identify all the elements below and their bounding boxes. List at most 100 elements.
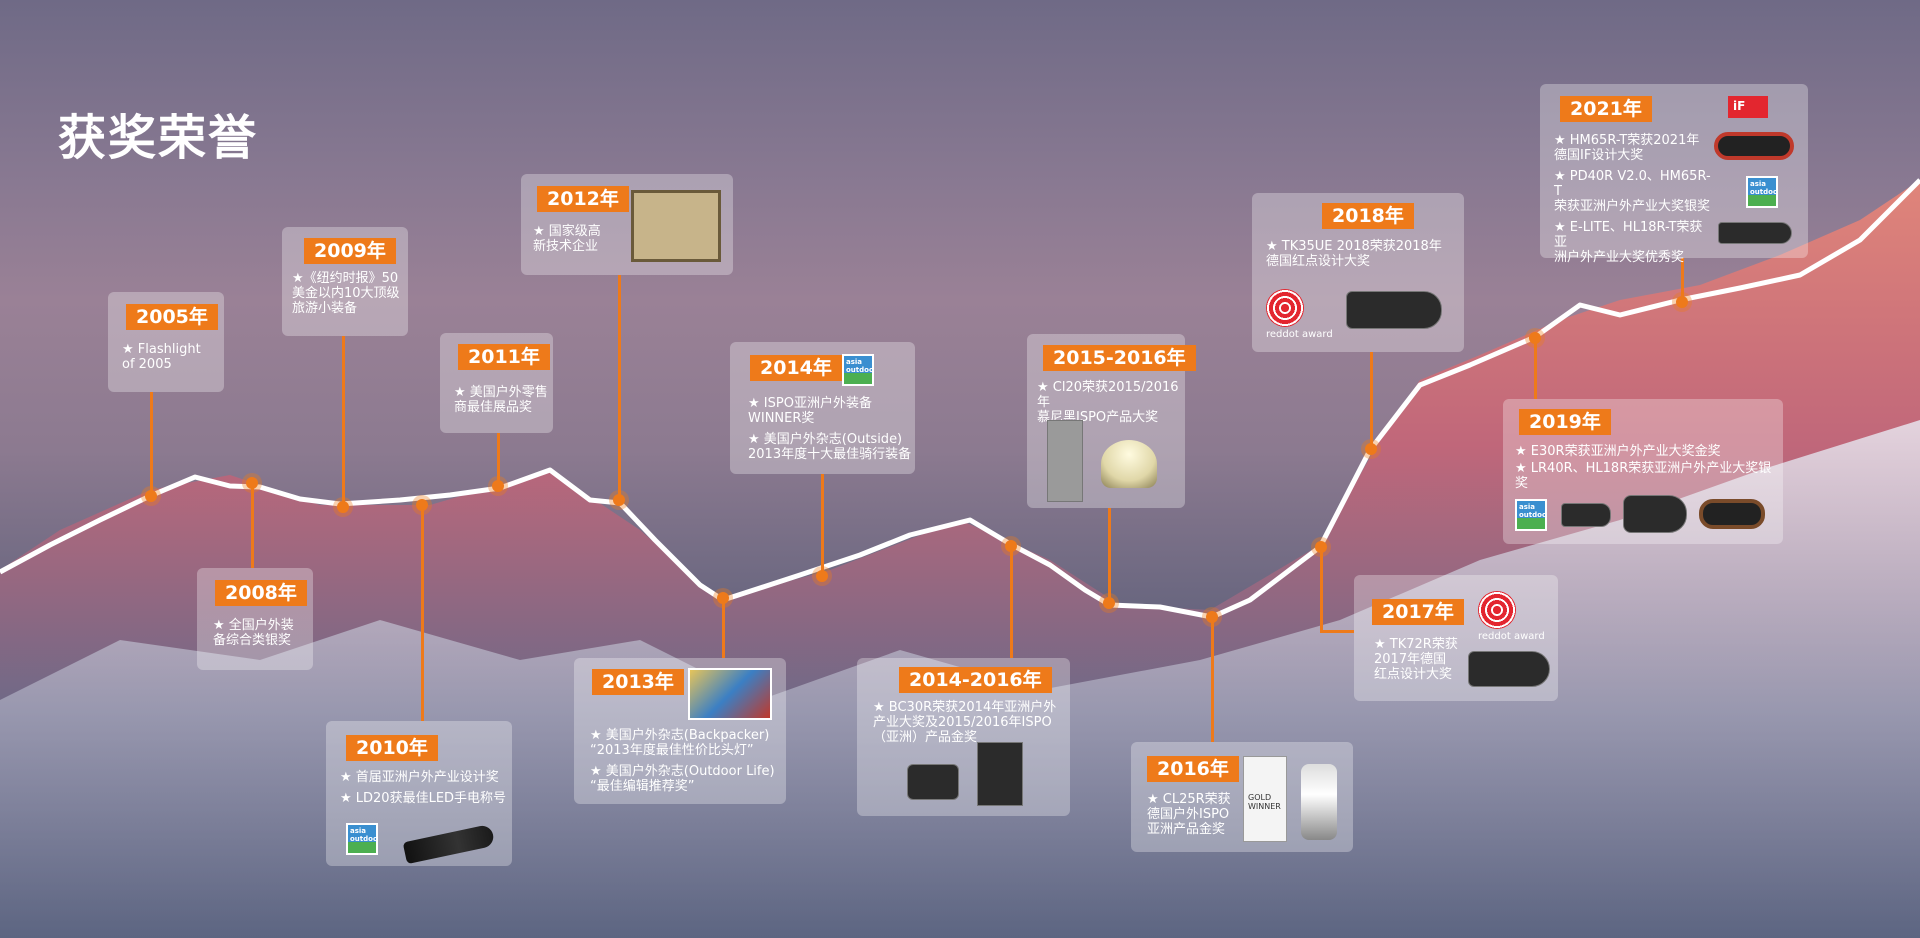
dot-2008	[246, 477, 258, 489]
milestone-card-2008: 2008年 ★ 全国户外装 备综合类银奖	[197, 568, 313, 670]
camping-lantern-icon	[1101, 440, 1157, 488]
milestone-card-2009: 2009年 ★《纽约时报》50 美金以内10大顶级 旅游小装备	[282, 227, 408, 336]
award-text: ★ ISPO亚洲户外装备 WINNER奖	[748, 396, 872, 426]
ispo-trophy-icon	[1047, 420, 1083, 502]
award-text: ★ Flashlight of 2005	[122, 342, 201, 372]
award-text: ★ PD40R V2.0、HM65R-T 荣获亚洲户外产业大奖银奖	[1554, 169, 1711, 214]
dot-2021	[1676, 296, 1688, 308]
headlamp-icon	[1714, 132, 1794, 160]
award-text: ★ LD20获最佳LED手电称号	[340, 791, 507, 806]
award-text: ★ 全国户外装 备综合类银奖	[213, 618, 294, 648]
year-label: 2012年	[537, 186, 629, 212]
award-text: ★ 首届亚洲户外产业设计奖	[340, 770, 499, 785]
asia-outdoor-logo-icon: asia outdoor	[346, 823, 378, 855]
award-text: ★ Cl20荣获2015/2016年 慕尼黑ISPO产品大奖	[1037, 380, 1179, 425]
award-text: ★ E30R荣获亚洲户外产业大奖金奖	[1515, 444, 1721, 459]
year-label: 2013年	[592, 669, 684, 695]
milestone-card-2012: 2012年 ★ 国家级高 新技术企业	[521, 174, 733, 275]
connector-2012	[618, 275, 621, 501]
asia-outdoor-logo-icon: asia outdoor	[1746, 176, 1778, 208]
milestone-card-2014: 2014年 asia outdoor ★ ISPO亚洲户外装备 WINNER奖 …	[730, 342, 915, 474]
if-design-award-icon: iF	[1728, 96, 1768, 118]
dot-2009	[337, 501, 349, 513]
connector-2021	[1681, 258, 1684, 303]
year-label: 2008年	[215, 580, 307, 606]
year-label: 2011年	[458, 344, 550, 370]
milestone-card-2017: 2017年 ★ TK72R荣获 2017年德国 红点设计大奖 reddot aw…	[1354, 575, 1558, 701]
milestone-card-2021: 2021年 iF ★ HM65R-T荣获2021年 德国IF设计大奖 ★ PD4…	[1540, 84, 1808, 265]
connector-2018	[1370, 352, 1373, 450]
award-text: ★ 美国户外杂志(Outside) 2013年度十大最佳骑行装备	[748, 432, 912, 462]
headlamp-icon	[1699, 499, 1765, 529]
flashlight-icon	[1468, 651, 1550, 687]
flashlight-icon	[402, 823, 496, 865]
connector-2019	[1534, 337, 1537, 399]
year-label: 2016年	[1147, 756, 1239, 782]
dot-2014	[816, 570, 828, 582]
certificate-plaque-icon	[631, 190, 721, 262]
ridge-line	[0, 178, 1920, 620]
connector-2005	[150, 392, 153, 496]
milestone-card-2010: 2010年 ★ 首届亚洲户外产业设计奖 ★ LD20获最佳LED手电称号 asi…	[326, 721, 512, 866]
dot-2018	[1365, 443, 1377, 455]
milestone-card-2018: 2018年 ★ TK35UE 2018荣获2018年 德国红点设计大奖 redd…	[1252, 193, 1464, 352]
year-label: 2017年	[1372, 599, 1464, 625]
connector-2017-h	[1320, 630, 1354, 633]
reddot-award-icon: reddot award	[1266, 289, 1333, 340]
bike-light-icon	[907, 764, 959, 800]
lantern-icon	[1301, 764, 1337, 840]
connector-2013	[722, 598, 725, 658]
award-text: ★ BC30R荣获2014年亚洲户外 产业大奖及2015/2016年ISPO （…	[873, 700, 1057, 745]
milestone-card-2015-2016: 2015-2016年 ★ Cl20荣获2015/2016年 慕尼黑ISPO产品大…	[1027, 334, 1196, 508]
connector-2008	[251, 483, 254, 568]
award-text: ★ 美国户外杂志(Backpacker) “2013年度最佳性价比头灯”	[590, 728, 770, 758]
dot-2014-2016	[1005, 540, 1017, 552]
ispo-trophy-icon	[977, 742, 1023, 806]
award-text: ★ E-LITE、HL18R-T荣获亚 洲户外产业大奖优秀奖	[1554, 220, 1703, 265]
dot-2015-2016	[1103, 597, 1115, 609]
connector-2014-2016	[1010, 546, 1013, 658]
dot-2005	[145, 490, 157, 502]
connector-2015-2016	[1108, 508, 1111, 604]
magazine-stack-icon	[688, 668, 772, 720]
dot-2017	[1315, 541, 1327, 553]
connector-2014	[821, 474, 824, 578]
year-label: 2005年	[126, 304, 218, 330]
dot-2012	[613, 494, 625, 506]
asia-outdoor-logo-icon: asia outdoor	[1515, 499, 1547, 531]
milestone-card-2013: 2013年 ★ 美国户外杂志(Backpacker) “2013年度最佳性价比头…	[574, 658, 786, 804]
milestone-card-2014-2016: 2014-2016年 ★ BC30R荣获2014年亚洲户外 产业大奖及2015/…	[857, 658, 1070, 816]
award-text: ★ 国家级高 新技术企业	[533, 224, 601, 254]
dot-2010	[416, 499, 428, 511]
reddot-award-icon: reddot award	[1478, 591, 1545, 642]
year-label: 2021年	[1560, 96, 1652, 122]
year-label: 2009年	[304, 238, 396, 264]
flashlight-icon	[1561, 503, 1611, 527]
year-label: 2018年	[1322, 203, 1414, 229]
year-label: 2010年	[346, 735, 438, 761]
milestone-card-2011: 2011年 ★ 美国户外零售 商最佳展品奖	[440, 333, 553, 433]
milestone-card-2005: 2005年 ★ Flashlight of 2005	[108, 292, 224, 392]
dot-2011	[492, 480, 504, 492]
asia-outdoor-logo-icon: asia outdoor	[842, 354, 874, 386]
dot-2019	[1529, 332, 1541, 344]
dot-2016	[1206, 611, 1218, 623]
connector-2016	[1211, 617, 1214, 742]
gold-winner-trophy-icon: GOLD WINNER	[1243, 756, 1287, 842]
searchlight-icon	[1623, 495, 1687, 533]
award-text: ★ TK35UE 2018荣获2018年 德国红点设计大奖	[1266, 239, 1442, 269]
dot-2013	[717, 592, 729, 604]
year-label: 2015-2016年	[1043, 345, 1196, 371]
year-label: 2019年	[1519, 409, 1611, 435]
flashlight-icon	[1346, 291, 1442, 329]
connector-2010	[421, 505, 424, 721]
milestone-card-2019: 2019年 ★ E30R荣获亚洲户外产业大奖金奖 ★ LR40R、HL18R荣获…	[1503, 399, 1783, 544]
award-text: ★ TK72R荣获 2017年德国 红点设计大奖	[1374, 637, 1458, 682]
award-text: ★ 美国户外零售 商最佳展品奖	[454, 385, 548, 415]
award-text: ★《纽约时报》50 美金以内10大顶级 旅游小装备	[292, 271, 400, 316]
year-label: 2014-2016年	[899, 667, 1052, 693]
milestone-card-2016: 2016年 ★ CL25R荣获 德国户外ISPO 亚洲产品金奖 GOLD WIN…	[1131, 742, 1353, 852]
award-text: ★ CL25R荣获 德国户外ISPO 亚洲产品金奖	[1147, 792, 1231, 837]
year-label: 2014年	[750, 355, 842, 381]
